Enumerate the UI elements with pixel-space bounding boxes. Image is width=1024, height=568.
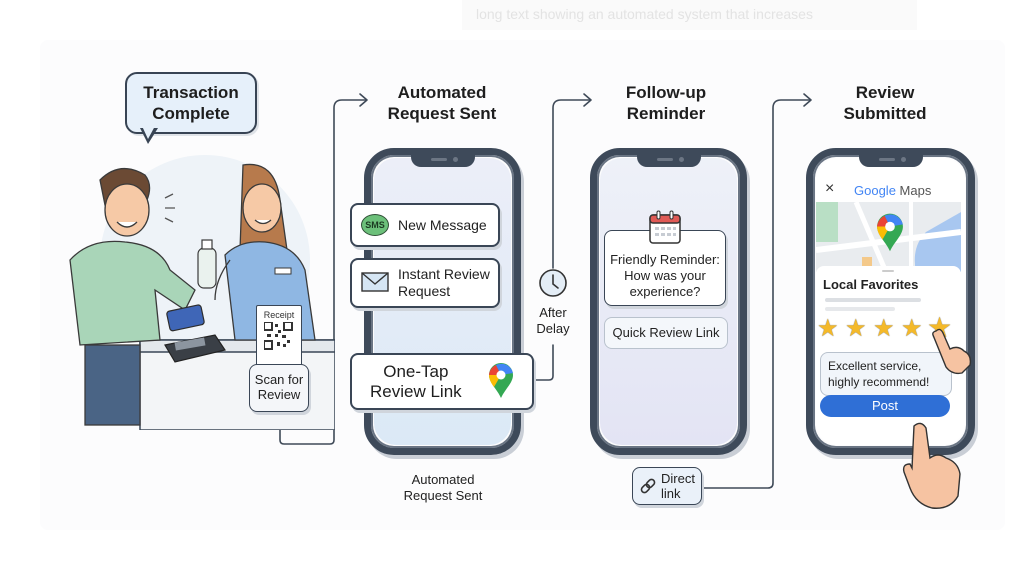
step-title-automated-request: Automated Request Sent	[387, 83, 497, 123]
connector-2	[533, 344, 554, 381]
bubble-tail	[140, 126, 158, 144]
payment-terminal	[164, 334, 226, 363]
link-icon	[640, 478, 656, 494]
transaction-complete-bubble: Transaction Complete	[125, 72, 257, 134]
phone-notch	[858, 153, 923, 167]
new-message-notification[interactable]: SMS New Message	[350, 203, 500, 247]
sms-icon: SMS	[361, 214, 389, 236]
qr-code-icon	[264, 322, 293, 350]
automated-request-caption: Automated Request Sent	[403, 472, 483, 503]
envelope-icon	[361, 272, 389, 292]
phone-notch	[410, 153, 475, 167]
step-title-follow-up: Follow-up Reminder	[625, 83, 707, 123]
star-rating[interactable]: ★ ★ ★ ★ ★	[817, 312, 967, 344]
place-name: Local Favorites	[823, 277, 919, 292]
after-delay-label: After Delay	[536, 305, 570, 336]
phone-notch	[636, 153, 701, 167]
google-maps-logo: Google Maps	[854, 183, 932, 198]
close-icon[interactable]: ×	[825, 180, 835, 197]
star-icon[interactable]: ★	[901, 315, 923, 342]
pointing-hand-icon	[902, 422, 961, 509]
star-icon[interactable]: ★	[845, 315, 867, 342]
receipt: Receipt	[256, 305, 302, 367]
quick-review-link-button[interactable]: Quick Review Link	[604, 317, 728, 349]
clock-icon	[539, 269, 567, 297]
one-tap-review-link[interactable]: One-Tap Review Link	[350, 353, 534, 410]
arrowhead-2	[583, 93, 592, 107]
bottle	[197, 239, 217, 289]
customer-figure	[69, 168, 196, 426]
credit-card	[166, 304, 205, 332]
connector-2b	[552, 99, 591, 269]
calendar-icon	[649, 210, 681, 244]
step-title-review-submitted: Review Submitted	[843, 83, 927, 123]
direct-link-badge[interactable]: Direct link	[632, 467, 702, 505]
connector-1	[279, 99, 367, 445]
google-maps-pin-icon	[489, 363, 513, 398]
star-icon[interactable]: ★	[873, 315, 895, 342]
sheet-handle	[882, 270, 894, 272]
post-button[interactable]: Post	[820, 395, 950, 417]
connector-3	[699, 99, 811, 489]
arrowhead-1	[359, 93, 368, 107]
pointing-hand-icon	[932, 328, 972, 375]
sparkle-lines	[164, 193, 175, 223]
instant-review-request-notification[interactable]: Instant Review Request	[350, 258, 500, 308]
review-text-box[interactable]: Excellent service, highly recommend!	[820, 352, 952, 396]
placeholder-line	[825, 298, 921, 302]
placeholder-line	[825, 307, 895, 311]
google-maps-pin-icon	[877, 213, 903, 252]
faint-caption: long text showing an automated system th…	[462, 0, 917, 30]
star-icon[interactable]: ★	[817, 315, 839, 342]
scan-for-review-label: Scan for Review	[249, 364, 309, 412]
arrowhead-3	[803, 93, 812, 107]
